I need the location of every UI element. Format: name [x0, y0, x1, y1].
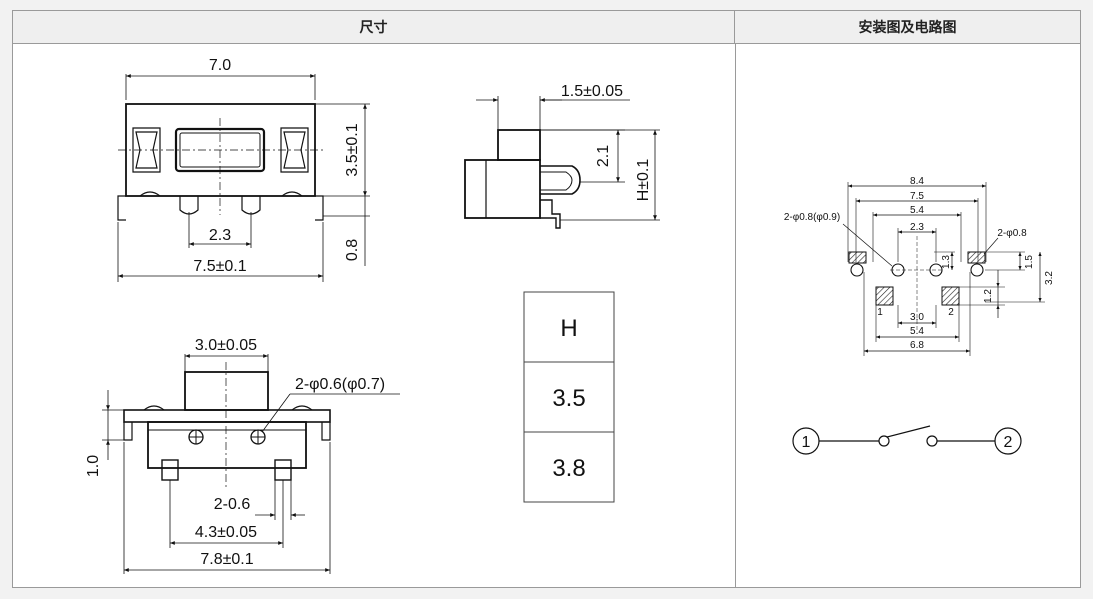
top-width-label: 7.0	[209, 57, 231, 74]
top-height-label: 3.5±0.1	[344, 123, 361, 176]
pcb-dim-5-4: 5.4	[910, 205, 924, 216]
front-thickness-label: 1.0	[85, 455, 102, 477]
top-standoff-label: 0.8	[344, 239, 361, 261]
pcb-dim-6-8: 6.8	[910, 340, 924, 351]
pcb-dim-3-2: 3.2	[1044, 271, 1055, 285]
pcb-hole-left-label: 2-φ0.8(φ0.9)	[784, 212, 840, 223]
side-actuator-height-label: 2.1	[595, 145, 612, 167]
pcb-dim-2-3: 2.3	[910, 222, 924, 233]
side-view	[464, 96, 660, 229]
table-cell-height-1: 3.5	[552, 385, 585, 412]
table-cell-height-2: 3.8	[552, 455, 585, 482]
circuit-terminal-1: 1	[802, 434, 811, 451]
top-pin-pitch-label: 2.3	[209, 227, 231, 244]
front-pin-span-label: 4.3±0.05	[195, 524, 257, 541]
pcb-dim-1-5: 1.5	[1024, 255, 1035, 269]
pcb-pad-2-label: 2	[948, 307, 954, 318]
pcb-dim-1-2: 1.2	[983, 289, 994, 303]
side-total-height-label: H±0.1	[635, 159, 652, 202]
pcb-dim-5-4-bottom: 5.4	[910, 326, 924, 337]
circuit-diagram	[792, 425, 1022, 455]
header-dimensions: 尺寸	[13, 11, 735, 44]
header-mounting-circuit: 安装图及电路图	[735, 11, 1080, 44]
front-view	[102, 354, 400, 574]
side-actuator-width-label: 1.5±0.05	[561, 83, 623, 100]
front-post-dia-label: 2-φ0.6(φ0.7)	[295, 376, 385, 393]
front-body-width-label: 7.8±0.1	[200, 551, 253, 568]
pcb-pad-1-label: 1	[877, 307, 883, 318]
pcb-dim-3-0: 3.0	[910, 312, 924, 323]
circuit-terminal-2: 2	[1004, 434, 1013, 451]
top-pin-span-label: 7.5±0.1	[193, 258, 246, 275]
front-actuator-width-label: 3.0±0.05	[195, 337, 257, 354]
height-table	[523, 291, 615, 503]
pcb-layout	[842, 182, 1045, 356]
front-pin-width-label: 2-0.6	[214, 496, 251, 513]
pcb-hole-right-label: 2-φ0.8	[997, 228, 1027, 239]
top-view	[117, 74, 370, 282]
table-cell-header: H	[560, 315, 577, 342]
column-divider	[735, 44, 736, 587]
pcb-dim-8-4: 8.4	[910, 176, 924, 187]
pcb-dim-7-5: 7.5	[910, 191, 924, 202]
pcb-dim-1-3: 1.3	[941, 255, 952, 269]
